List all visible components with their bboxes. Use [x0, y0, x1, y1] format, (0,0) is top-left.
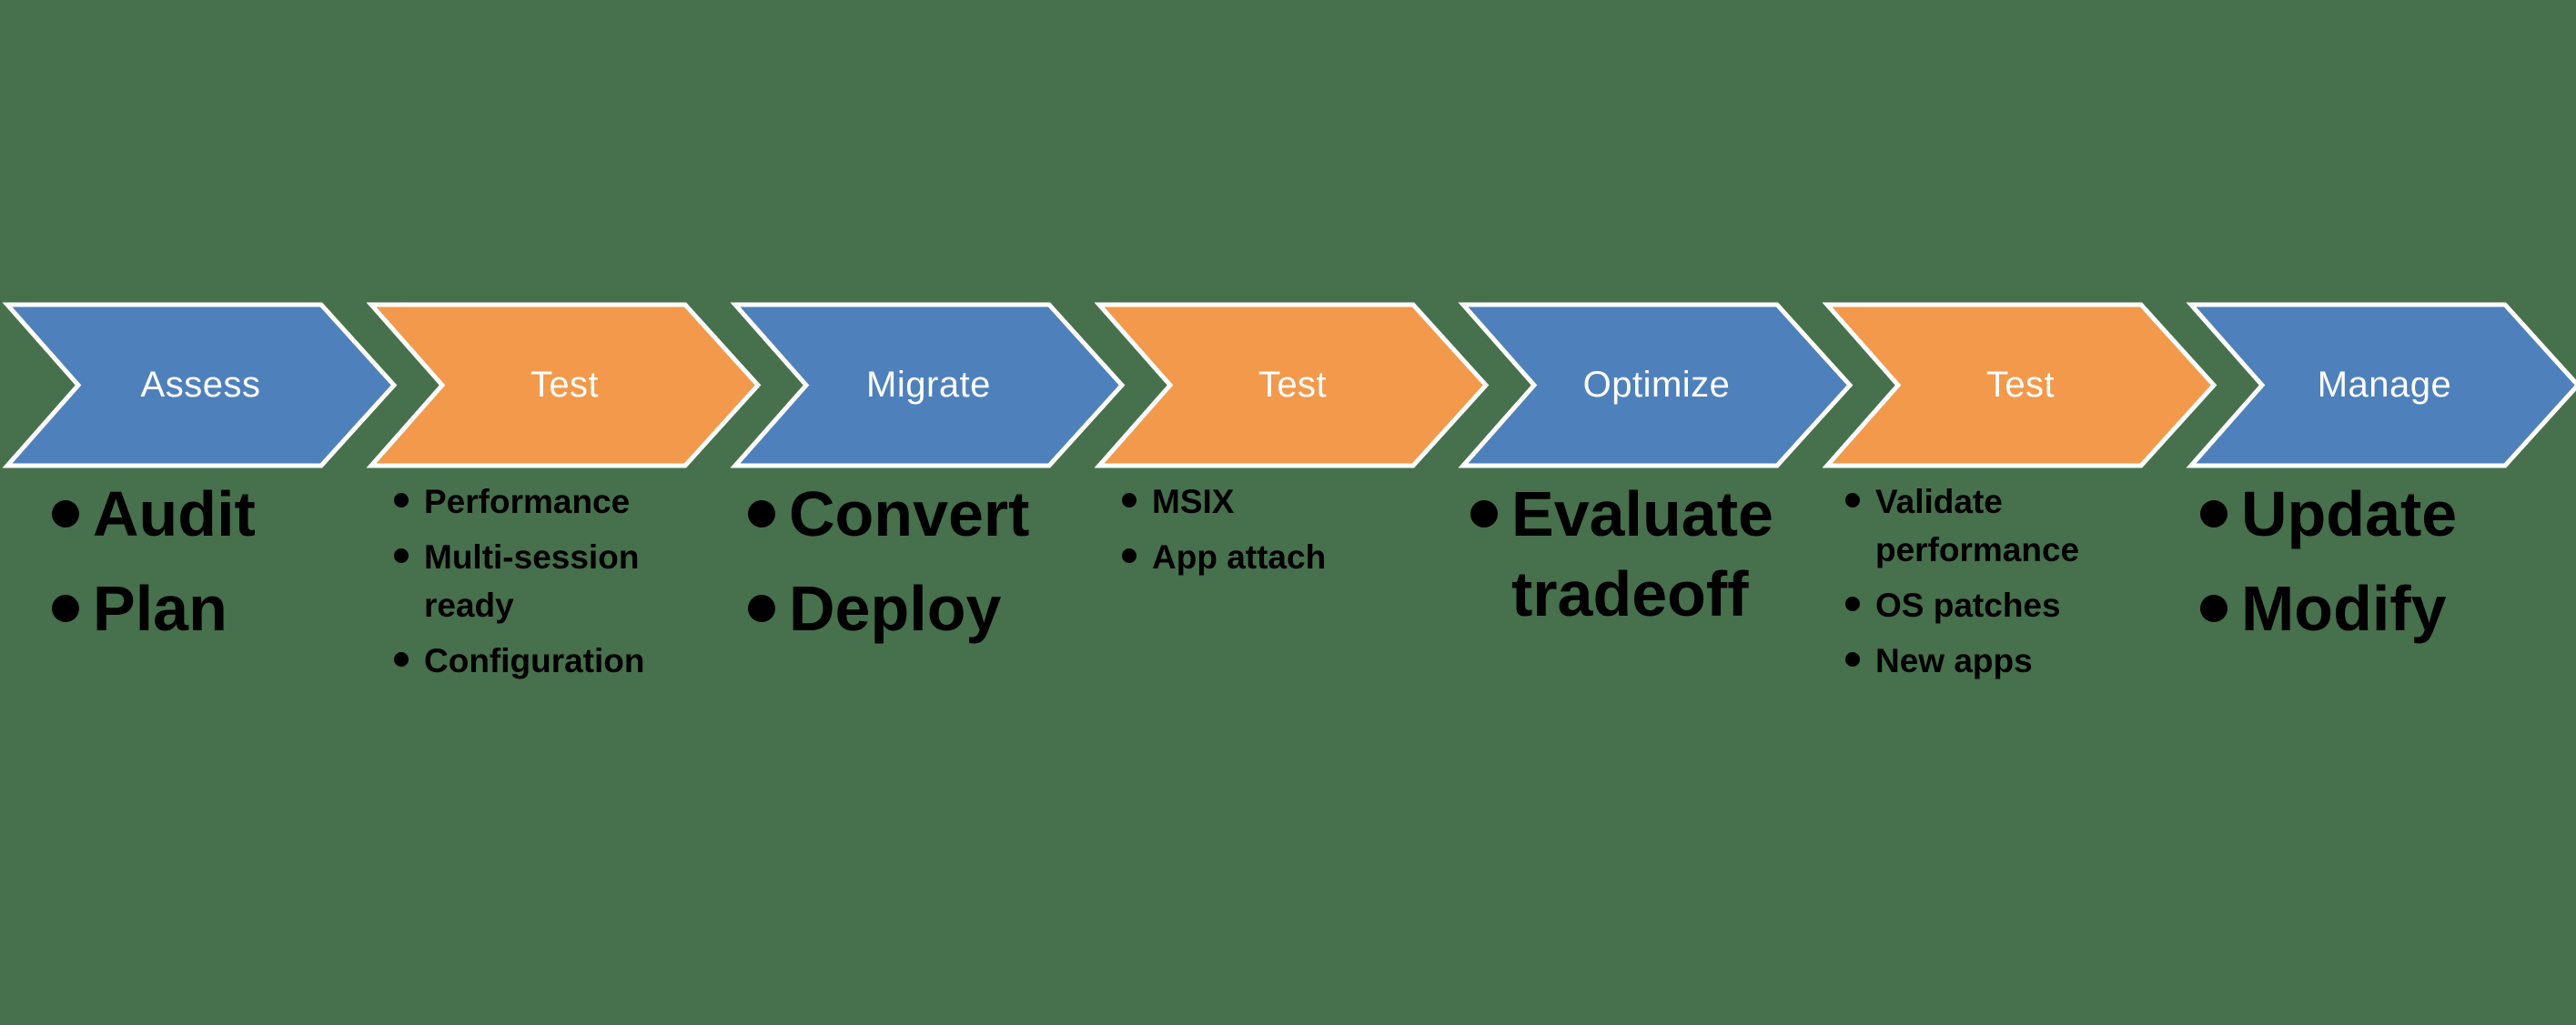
bullet-item: Audit	[52, 474, 434, 554]
bullet-item: MSIX	[1122, 477, 1413, 526]
stage-test-1: Test Performance Multi-session ready Con…	[366, 302, 763, 850]
stage-test-2: Test MSIX App attach	[1094, 302, 1490, 850]
bullet-item: New apps	[1845, 637, 2137, 685]
stage-test-3: Test Validate performance OS patches New…	[1822, 302, 2218, 850]
bullet-item: Update	[2200, 474, 2576, 554]
stage-label: Test	[530, 365, 600, 405]
stage-optimize: Optimize Evaluate tradeoff	[1458, 302, 1854, 850]
stage-label: Optimize	[1582, 365, 1731, 405]
stage-bullet-list: Validate performance OS patches New apps	[1845, 477, 2137, 692]
bullet-item: Evaluate tradeoff	[1470, 474, 1853, 634]
chevron-shape	[730, 302, 1126, 468]
chevron-shape	[2, 302, 398, 468]
stage-label: Test	[1258, 365, 1328, 405]
chevron-arrow	[1094, 302, 1490, 468]
bullet-item: Validate performance	[1845, 477, 2137, 574]
bullet-item: Modify	[2200, 568, 2576, 648]
chevron-shape	[366, 302, 762, 468]
chevron-arrow	[1822, 302, 2217, 468]
stage-bullet-list: Convert Deploy	[748, 474, 1130, 663]
stage-manage: Manage Update Modify	[2186, 302, 2576, 850]
chevron-arrow	[1458, 302, 1854, 468]
stage-migrate: Migrate Convert Deploy	[730, 302, 1126, 850]
chevron-shape	[1094, 302, 1490, 468]
bullet-item: Configuration	[394, 637, 685, 685]
chevron-shape	[2186, 302, 2576, 468]
chevron-arrow	[2, 302, 398, 468]
chevron-arrow	[730, 302, 1126, 468]
stage-bullet-list: MSIX App attach	[1122, 477, 1413, 588]
stage-bullet-list: Evaluate tradeoff	[1470, 474, 1853, 648]
bullet-item: App attach	[1122, 533, 1413, 581]
bullet-item: Deploy	[748, 568, 1130, 648]
chevron-arrow	[2186, 302, 2576, 468]
stage-label: Test	[1985, 365, 2056, 405]
stage-label: Manage	[2317, 365, 2452, 405]
bullet-item: Multi-session ready	[394, 533, 685, 629]
bullet-item: Plan	[52, 568, 434, 648]
stage-label: Migrate	[866, 365, 991, 405]
bullet-item: Convert	[748, 474, 1130, 554]
bullet-item: Performance	[394, 477, 685, 526]
stage-bullet-list: Performance Multi-session ready Configur…	[394, 477, 685, 692]
stage-label: Assess	[140, 365, 261, 405]
chevron-shape	[1458, 302, 1854, 468]
bullet-item: OS patches	[1845, 581, 2137, 629]
chevron-shape	[1822, 302, 2217, 468]
stage-bullet-list: Update Modify	[2200, 474, 2576, 663]
stage-bullet-list: Audit Plan	[52, 474, 434, 663]
stage-assess: Assess Audit Plan	[2, 302, 399, 850]
chevron-arrow	[366, 302, 762, 468]
